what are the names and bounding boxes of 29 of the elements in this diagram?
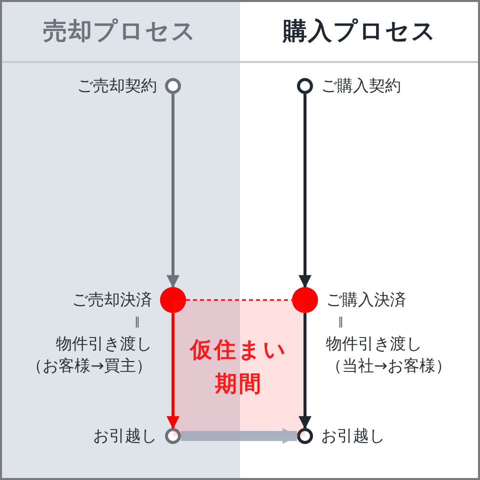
dashed-connector	[186, 299, 292, 301]
milestone-circle	[165, 78, 181, 94]
arrow	[298, 94, 312, 288]
milestone-label: ご売却決済	[72, 289, 152, 311]
milestone-label: お引越し	[321, 425, 385, 447]
milestone-label: ご売却契約	[77, 75, 157, 97]
period-label: 仮住まい期間	[189, 337, 289, 399]
milestone-label: （当社→お客様）	[326, 355, 452, 377]
milestone-label: ご購入契約	[321, 75, 401, 97]
milestone-label: 物件引き渡し	[56, 333, 152, 355]
milestone-label: ご購入決済	[326, 289, 406, 311]
milestone-circle	[297, 428, 313, 444]
panel-title: 購入プロセス	[283, 16, 437, 46]
arrow	[166, 313, 180, 430]
panel-title: 売却プロセス	[43, 16, 197, 46]
equals-sign: ‖	[134, 314, 141, 330]
milestone-label: お引越し	[93, 425, 157, 447]
arrow	[166, 94, 180, 288]
milestone-dot	[160, 287, 186, 313]
milestone-dot	[292, 287, 318, 313]
milestone-label: （お客様→買主）	[26, 355, 152, 377]
arrow	[298, 313, 312, 430]
milestone-circle	[165, 428, 181, 444]
milestone-circle	[297, 78, 313, 94]
process-panel	[0, 0, 240, 480]
period-highlight	[173, 300, 305, 436]
arrow	[181, 428, 298, 444]
milestone-label: 物件引き渡し	[326, 333, 422, 355]
equals-sign: ‖	[337, 314, 344, 330]
